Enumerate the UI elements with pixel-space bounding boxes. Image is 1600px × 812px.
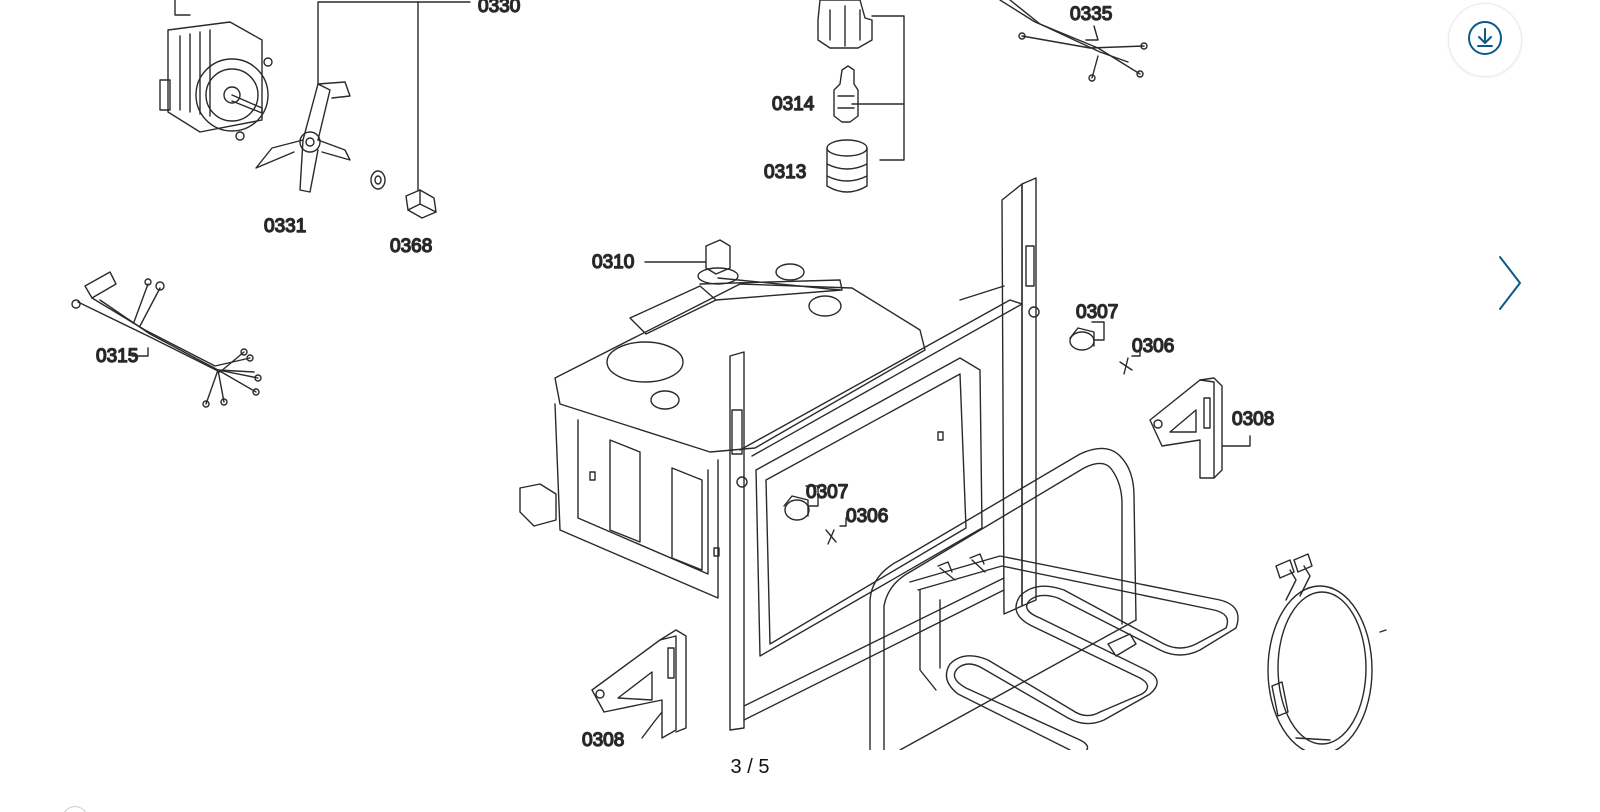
label-0313: 0313 xyxy=(764,162,806,183)
label-0331: 0331 xyxy=(264,216,306,237)
label-0368: 0368 xyxy=(390,236,432,257)
temperature-sensor xyxy=(644,239,841,291)
circular-heating-element xyxy=(1267,553,1387,750)
label-0306-left: 0306 xyxy=(846,506,888,527)
lamp-bulb xyxy=(833,65,859,123)
partial-control xyxy=(62,806,88,812)
label-0308-right: 0308 xyxy=(1232,409,1274,430)
download-button[interactable] xyxy=(1448,3,1522,77)
heating-element-frame xyxy=(869,447,1137,750)
fan-motor xyxy=(159,0,273,141)
wiring-harness-large xyxy=(71,271,262,408)
exploded-parts-diagram: 0330 0335 0314 0313 0331 0368 0310 0315 … xyxy=(71,0,1387,750)
oven-cavity xyxy=(519,177,1040,731)
label-0307-left: 0307 xyxy=(806,482,848,503)
label-0330: 0330 xyxy=(478,0,520,17)
nut xyxy=(405,189,437,219)
wiring-harness-small xyxy=(999,0,1148,82)
label-0335: 0335 xyxy=(1070,4,1112,25)
bumper-left xyxy=(783,485,819,521)
download-icon xyxy=(1465,18,1505,63)
screw-left xyxy=(825,517,847,545)
screw-right xyxy=(1119,349,1141,375)
next-image-button[interactable] xyxy=(1490,250,1530,320)
bracket-right xyxy=(1149,377,1251,479)
lamp-cover xyxy=(826,139,868,193)
lamp-holder-top xyxy=(817,0,905,161)
bumper-right xyxy=(1069,321,1105,351)
label-0307-right: 0307 xyxy=(1076,302,1118,323)
label-0308-left: 0308 xyxy=(582,730,624,750)
label-0315: 0315 xyxy=(96,346,138,367)
grill-heating-element xyxy=(909,553,1239,750)
fan-blade xyxy=(255,81,351,193)
label-0310: 0310 xyxy=(592,252,634,273)
label-0314: 0314 xyxy=(772,94,815,115)
chevron-right-icon xyxy=(1496,253,1524,318)
washer xyxy=(370,170,386,190)
label-0306-right: 0306 xyxy=(1132,336,1174,357)
bracket-left xyxy=(591,629,687,739)
image-counter: 3 / 5 xyxy=(730,756,770,778)
